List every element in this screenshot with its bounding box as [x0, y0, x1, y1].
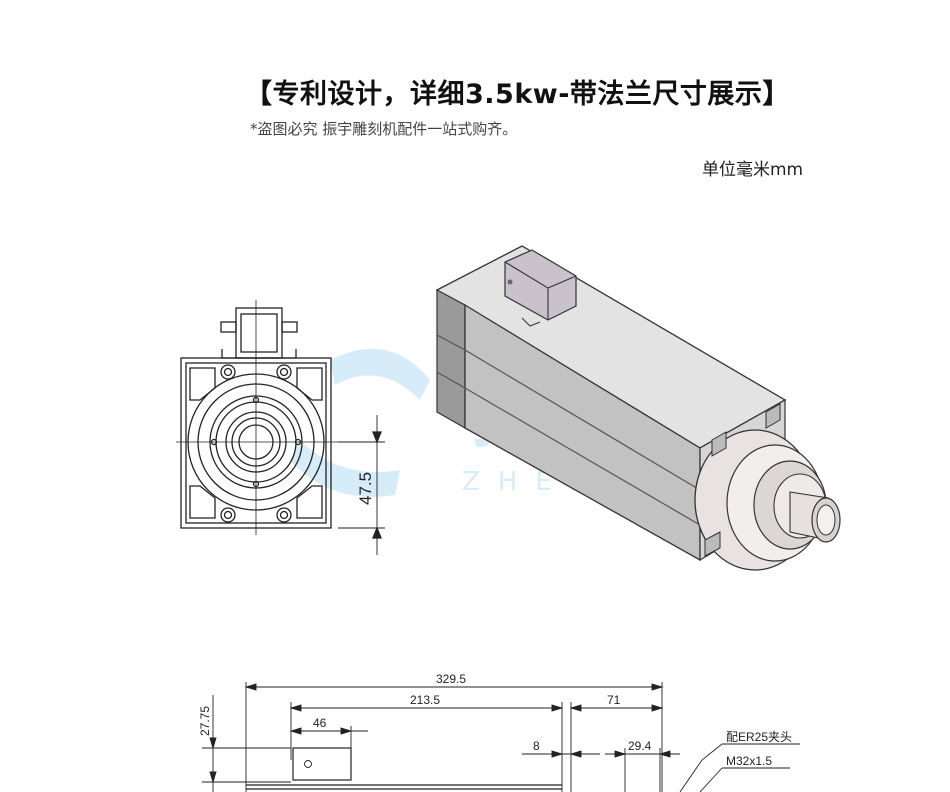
dim-top-height: 27.75: [198, 706, 212, 736]
copyright-note: *盗图必究 振宇雕刻机配件一站式购齐。: [250, 120, 518, 138]
dim-bracket-width: 46: [313, 716, 327, 730]
page-title: 【专利设计，详细3.5kw-带法兰尺寸展示】: [245, 79, 790, 110]
side-view: [202, 682, 800, 792]
front-height-dim: 47.5: [356, 472, 375, 505]
dim-nose-diameter: 29.4: [628, 739, 652, 753]
dim-nose-length: 71: [607, 693, 621, 707]
spindle-3d-view: [435, 245, 841, 571]
dim-body-length: 213.5: [410, 693, 440, 707]
dim-total-length: 329.5: [436, 672, 466, 686]
callout-thread: M32x1.5: [726, 754, 772, 768]
callout-collet: 配ER25夹头: [726, 730, 792, 744]
front-view: [176, 300, 385, 555]
dim-flange-gap: 8: [533, 739, 540, 753]
unit-label: 单位毫米mm: [702, 160, 804, 180]
